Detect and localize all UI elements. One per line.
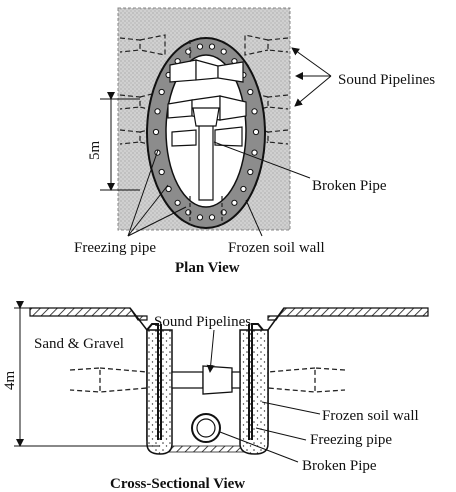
broken-pipe-section	[191, 413, 221, 443]
freezing-pipes-ring	[152, 43, 260, 221]
ground-surface-right	[267, 307, 429, 321]
section-frozen-soil-wall-label: Frozen soil wall	[322, 408, 419, 424]
freezing-pipes-section	[146, 323, 264, 440]
sound-pipelines-callout-lines	[291, 47, 332, 107]
freezing-pipe-marker	[251, 149, 258, 156]
freezing-pipe-marker	[247, 88, 254, 96]
frozen-wall-right	[239, 329, 269, 455]
freezing-pipe-marker	[251, 108, 258, 115]
plan-pipes-through-wall	[189, 40, 223, 225]
freezing-pipe-marker	[158, 168, 165, 176]
section-sound-pipelines-outer	[69, 367, 346, 393]
cross-section-view: 4m Sand & Gravel Sound Pipelines Frozen …	[2, 301, 429, 492]
sand-gravel-label: Sand & Gravel	[34, 336, 124, 352]
section-dimension-4m	[14, 301, 160, 447]
freezing-pipe-callout-lines	[127, 149, 187, 237]
ground-surface-left	[29, 307, 148, 321]
freezing-pipe-marker	[152, 128, 160, 136]
plan-view-title: Plan View	[175, 260, 240, 276]
freezing-pipe-marker	[247, 168, 254, 176]
freezing-pipe-marker	[231, 199, 238, 206]
freezing-pipe-marker	[154, 108, 161, 115]
broken-pipe-section-inner	[196, 418, 216, 438]
freezing-pipe-marker	[196, 214, 204, 221]
freezing-pipe-marker	[165, 185, 172, 193]
broken-pipe-callout-line	[213, 141, 311, 179]
freezing-pipe-marker	[240, 185, 247, 193]
section-sound-pipelines-callout	[206, 329, 215, 373]
section-freezing-pipe-label: Freezing pipe	[310, 432, 392, 448]
freezing-pipe-marker	[220, 48, 227, 55]
freezing-pipe-marker	[196, 43, 204, 50]
plan-sound-pipelines-label: Sound Pipelines	[338, 72, 435, 88]
frozen-wall-callout-line	[245, 199, 263, 237]
plan-view: 5m Sound Pipelines Broken Pipe Freezing …	[74, 7, 435, 276]
section-freezing-pipe-callout	[255, 427, 307, 441]
section-broken-pipe-callout	[219, 431, 299, 463]
cross-section-title: Cross-Sectional View	[110, 476, 245, 492]
plan-dimension-5m	[100, 92, 140, 191]
plan-dimension-label: 5m	[87, 141, 103, 161]
plan-broken-pipe-label: Broken Pipe	[312, 178, 387, 194]
freezing-pipe-marker	[174, 199, 181, 206]
plan-frozen-soil-wall-label: Frozen soil wall	[228, 240, 325, 256]
section-sound-pipelines-label: Sound Pipelines	[154, 314, 251, 330]
section-sound-pipeline-inner	[171, 365, 241, 395]
section-broken-pipe-label: Broken Pipe	[302, 458, 377, 474]
freezing-pipe-marker	[252, 128, 260, 136]
section-frozen-wall-callout	[261, 401, 321, 415]
freezing-pipe-marker	[208, 214, 216, 221]
frozen-wall-left	[146, 329, 173, 455]
freezing-pipe-marker	[158, 88, 165, 96]
section-dimension-label: 4m	[2, 371, 18, 391]
plan-freezing-pipe-label: Freezing pipe	[74, 240, 156, 256]
plan-inner-pipes	[167, 59, 247, 201]
freezing-pipe-marker	[208, 43, 216, 50]
